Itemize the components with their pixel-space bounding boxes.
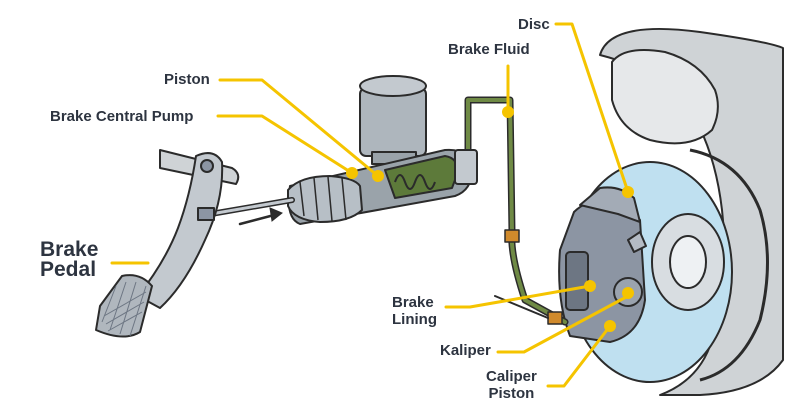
wheel-assembly <box>599 27 784 396</box>
master-cylinder <box>287 75 478 225</box>
master-cylinder-mount <box>454 149 478 185</box>
push-rod <box>202 197 295 226</box>
label-piston: Piston <box>164 71 210 88</box>
label-caliper-piston-line1: Caliper <box>486 368 537 385</box>
label-brake-fluid: Brake Fluid <box>448 41 530 58</box>
leader-disc <box>554 22 630 194</box>
dot-piston <box>372 170 384 182</box>
label-brake-pedal-line1: Brake <box>40 238 99 261</box>
label-caliper-piston: Caliper Piston <box>486 368 537 402</box>
caliper-fitting <box>547 311 563 325</box>
leader-caliper-piston <box>546 324 612 388</box>
tire-inner-opening <box>611 49 719 145</box>
caliper <box>558 186 647 343</box>
callout-dots <box>346 106 634 332</box>
disc-hub-inner <box>669 235 707 289</box>
pedal-pad <box>95 274 153 338</box>
pump-piston-spring <box>394 174 436 190</box>
label-caliper-piston-line2: Piston <box>488 385 535 402</box>
leader-brake-lining <box>444 284 592 309</box>
leader-piston <box>218 78 380 178</box>
reservoir-body <box>359 87 427 157</box>
boot-ribs <box>299 176 347 222</box>
pedal-arm <box>137 152 224 309</box>
label-brake-lining-line1: Brake <box>392 294 434 311</box>
label-brake-pedal: Brake Pedal <box>40 238 99 281</box>
leader-brake-central-pump <box>216 114 354 175</box>
dot-brake-fluid <box>502 106 514 118</box>
dot-brake-lining <box>584 280 596 292</box>
pump-boot <box>287 175 363 223</box>
label-brake-lining-line2: Lining <box>392 311 437 328</box>
dot-brake-central-pump <box>346 167 358 179</box>
pedal-clevis <box>197 207 215 221</box>
dot-disc <box>622 186 634 198</box>
brake-pedal <box>95 149 240 338</box>
pedal-pivot <box>200 159 214 173</box>
brake-pad <box>565 251 589 311</box>
label-brake-lining: Brake Lining <box>392 294 437 328</box>
brake-line <box>452 96 569 326</box>
motion-arrow-head <box>269 207 283 222</box>
label-brake-central-pump: Brake Central Pump <box>50 108 194 125</box>
brake-line-tube <box>454 98 567 324</box>
dot-caliper-piston <box>604 320 616 332</box>
wheel-hub-flange <box>689 148 769 382</box>
leader-lines <box>110 22 630 388</box>
dot-kaliper <box>622 287 634 299</box>
label-brake-pedal-line2: Pedal <box>40 258 97 281</box>
reservoir-cap <box>359 75 427 97</box>
push-rod-shaft-fill <box>203 198 294 217</box>
pedal-pad-texture <box>101 281 147 337</box>
brake-line-fitting <box>504 229 520 243</box>
label-kaliper: Kaliper <box>440 342 491 359</box>
leader-kaliper <box>496 294 630 354</box>
bleeder-valve <box>627 231 647 253</box>
label-disc: Disc <box>518 16 550 33</box>
